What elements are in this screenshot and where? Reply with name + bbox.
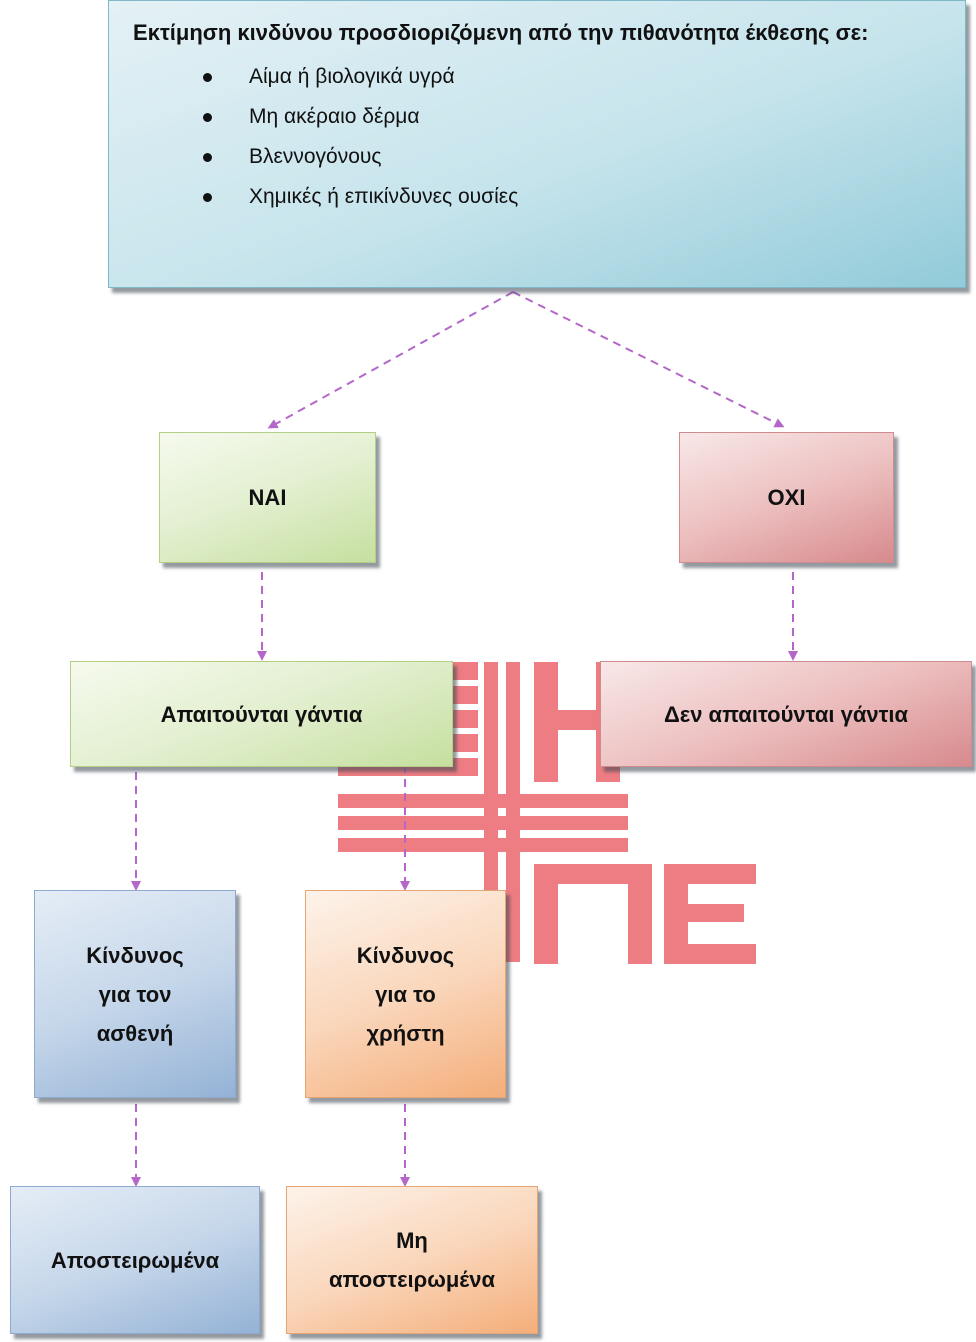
bullet-icon: [203, 73, 212, 82]
risk-assessment-heading: Εκτίμηση κινδύνου προσδιοριζόμενη από τη…: [133, 20, 869, 45]
arrow-to-yes: [267, 291, 514, 429]
gloves-not-required-box: Δεν απαιτούνται γάντια: [600, 661, 972, 767]
non-sterile-gloves-box: Μη αποστειρωμένα: [286, 1186, 538, 1334]
arrow-to-no: [512, 291, 785, 428]
yes-box: ΝΑΙ: [159, 432, 376, 563]
exposure-item-label: Μη ακέραιο δέρμα: [249, 105, 420, 128]
gloves-required-box: Απαιτούνται γάντια: [70, 661, 453, 767]
exposure-item-label: Αίμα ή βιολογικά υγρά: [249, 65, 455, 88]
exposure-item: Βλεννογόνους: [203, 137, 945, 177]
no-box: ΟΧΙ: [679, 432, 894, 563]
patient-risk-box: Κίνδυνος για τον ασθενή: [34, 890, 236, 1098]
exposure-item: Αίμα ή βιολογικά υγρά: [203, 57, 945, 97]
sterile-gloves-box: Αποστειρωμένα: [10, 1186, 260, 1334]
exposure-item: Χημικές ή επικίνδυνες ουσίες: [203, 177, 945, 217]
bullet-icon: [203, 193, 212, 202]
bullet-icon: [203, 113, 212, 122]
exposure-item: Μη ακέραιο δέρμα: [203, 97, 945, 137]
exposure-item-label: Χημικές ή επικίνδυνες ουσίες: [249, 185, 519, 208]
exposure-item-label: Βλεννογόνους: [249, 145, 382, 168]
exposure-list: Αίμα ή βιολογικά υγρά Μη ακέραιο δέρμα Β…: [133, 57, 945, 217]
bullet-icon: [203, 153, 212, 162]
user-risk-box: Κίνδυνος για το χρήστη: [305, 890, 506, 1098]
risk-assessment-box: Εκτίμηση κινδύνου προσδιοριζόμενη από τη…: [108, 0, 966, 288]
